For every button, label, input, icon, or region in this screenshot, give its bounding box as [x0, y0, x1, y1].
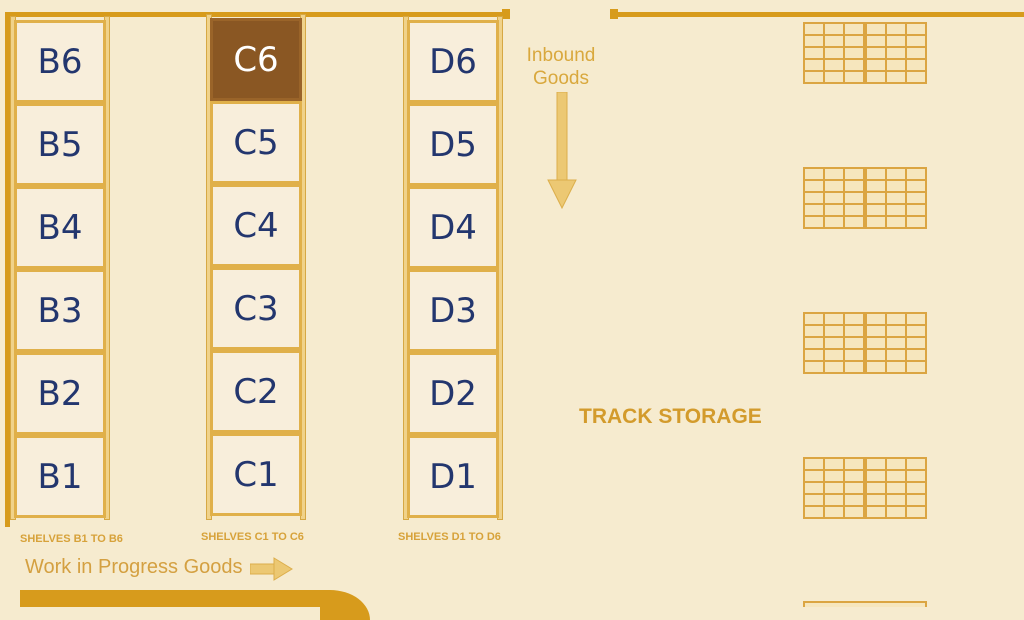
shelves-d-caption: SHELVES D1 TO D6: [398, 531, 501, 543]
door-jamb-left: [502, 9, 510, 19]
inbound-goods-label: Inbound Goods: [516, 44, 606, 90]
shelf-b4[interactable]: B4: [14, 186, 106, 269]
shelf-column-c: C6 C5 C4 C3 C2 C1: [206, 14, 306, 520]
wip-goods-label: Work in Progress Goods: [25, 556, 243, 578]
storage-rack[interactable]: [803, 167, 927, 229]
shelf-c4[interactable]: C4: [210, 184, 302, 267]
bottom-conveyor-curve: [320, 590, 370, 620]
left-wall: [5, 12, 10, 527]
inbound-line-2: Goods: [533, 68, 589, 89]
shelf-b3[interactable]: B3: [14, 269, 106, 352]
shelf-b5[interactable]: B5: [14, 103, 106, 186]
shelf-column-b: B6 B5 B4 B3 B2 B1: [10, 16, 110, 520]
shelf-b6[interactable]: B6: [14, 20, 106, 103]
shelves-b-caption: SHELVES B1 TO B6: [20, 533, 123, 545]
shelf-d6[interactable]: D6: [407, 20, 499, 103]
shelf-column-d: D6 D5 D4 D3 D2 D1: [403, 16, 503, 520]
storage-rack[interactable]: [803, 457, 927, 519]
shelves-c-caption: SHELVES C1 TO C6: [201, 531, 304, 543]
top-wall-right: [610, 12, 1024, 17]
shelf-b2[interactable]: B2: [14, 352, 106, 435]
top-wall-left: [5, 12, 510, 17]
shelf-c2[interactable]: C2: [210, 350, 302, 433]
storage-rack[interactable]: [803, 22, 927, 84]
storage-rack-partial[interactable]: [803, 601, 927, 607]
shelf-d5[interactable]: D5: [407, 103, 499, 186]
inbound-line-1: Inbound: [526, 45, 596, 66]
shelf-d3[interactable]: D3: [407, 269, 499, 352]
storage-rack[interactable]: [803, 312, 927, 374]
arrow-right-icon: [250, 557, 293, 581]
shelf-c5[interactable]: C5: [210, 101, 302, 184]
shelf-b1[interactable]: B1: [14, 435, 106, 518]
door-jamb-right: [610, 9, 618, 19]
shelf-d1[interactable]: D1: [407, 435, 499, 518]
bottom-conveyor: [20, 590, 345, 607]
track-storage-label: TRACK STORAGE: [579, 405, 762, 428]
arrow-down-icon: [547, 92, 577, 210]
shelf-c6[interactable]: C6: [210, 18, 302, 101]
shelf-d2[interactable]: D2: [407, 352, 499, 435]
shelf-c1[interactable]: C1: [210, 433, 302, 516]
shelf-d4[interactable]: D4: [407, 186, 499, 269]
shelf-c3[interactable]: C3: [210, 267, 302, 350]
